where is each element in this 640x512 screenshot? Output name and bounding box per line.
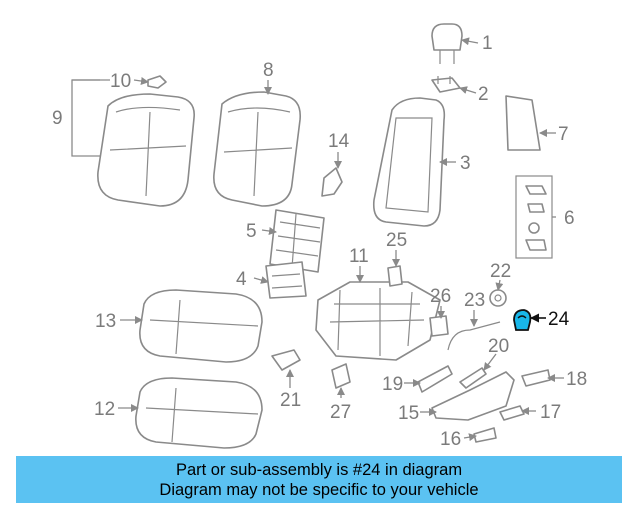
callout-1: 1: [482, 33, 493, 54]
part-26-cover: [429, 315, 449, 337]
callout-26: 26: [430, 286, 451, 307]
part-27-bracket: [331, 363, 351, 389]
callout-14: 14: [328, 131, 350, 152]
part-23-cable: [447, 321, 501, 351]
banner-line-1: Part or sub-assembly is #24 in diagram: [175, 461, 463, 479]
callout-19: 19: [382, 374, 403, 395]
callout-21: 21: [280, 390, 301, 411]
part-21-bracket: [271, 349, 301, 371]
callout-6: 6: [564, 208, 575, 229]
part-13-cushion-pad: [139, 289, 263, 363]
info-banner: Part or sub-assembly is #24 in diagram D…: [16, 456, 622, 503]
callout-24[interactable]: 24: [548, 309, 570, 330]
part-11-cushion-frame: [315, 281, 441, 361]
part-16-cover: [473, 427, 497, 443]
callout-12: 12: [94, 399, 115, 420]
callout-16: 16: [440, 429, 461, 450]
callout-13: 13: [95, 311, 116, 332]
callout-3: 3: [460, 153, 471, 174]
part-20-lever: [459, 367, 487, 389]
part-18-switch: [521, 369, 551, 387]
part-5-spring-mat: [269, 209, 325, 273]
callout-25: 25: [386, 230, 407, 251]
callout-8: 8: [263, 60, 274, 81]
banner-line-2: Diagram may not be specific to your vehi…: [159, 481, 479, 499]
callout-17: 17: [540, 402, 561, 423]
part-15-side-shield: [431, 371, 515, 421]
part-12-cushion-cover: [135, 377, 263, 449]
callout-22: 22: [490, 261, 511, 282]
part-4-support: [265, 261, 307, 299]
part-9-seatback-cover: [97, 93, 195, 207]
seat-parts-diagram: 1 2 3 4 5 6 7 8 9 10 11 12 13 14 15 16 1…: [52, 23, 587, 450]
part-22-knob: [489, 289, 507, 307]
part-17-knob: [499, 405, 525, 421]
callout-9: 9: [52, 108, 63, 129]
callout-23: 23: [464, 290, 485, 311]
callout-7: 7: [558, 124, 569, 145]
part-2-guide: [431, 76, 461, 93]
callout-10: 10: [110, 71, 131, 92]
callout-11: 11: [349, 246, 369, 267]
callout-20: 20: [488, 336, 509, 357]
part-14-bracket: [321, 167, 343, 197]
callout-2: 2: [478, 84, 489, 105]
part-24-highlighted[interactable]: [513, 309, 532, 331]
callout-15: 15: [398, 403, 419, 424]
callout-18: 18: [566, 369, 587, 390]
part-6-clips: [515, 175, 553, 259]
callout-4: 4: [236, 269, 247, 290]
callout-labels: 1 2 3 4 5 6 7 8 9 10 11 12 13 14 15 16 1…: [52, 33, 587, 450]
leader-lines: [71, 37, 564, 442]
part-1-headrest: [431, 23, 463, 64]
part-8-seatback-pad: [213, 91, 302, 207]
callout-27: 27: [330, 402, 351, 423]
part-19-handle: [417, 365, 453, 393]
callout-5: 5: [246, 221, 257, 242]
part-7-back-panel: [505, 95, 541, 151]
part-25-clip: [387, 265, 403, 287]
part-10-clip: [147, 75, 167, 89]
part-3-seatback-frame: [372, 97, 446, 227]
